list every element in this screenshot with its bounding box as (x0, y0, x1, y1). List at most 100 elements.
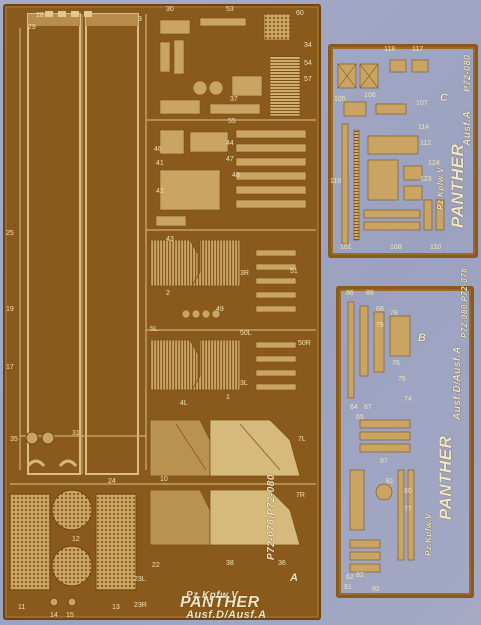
part-number: 31 (72, 430, 80, 437)
track-tool-parts (181, 249, 297, 391)
part-number: 48 (232, 172, 240, 179)
part-number: 3R (240, 270, 249, 277)
part-number: 89 (366, 290, 374, 297)
part-number: 23L (134, 576, 146, 583)
part-number: 3 (138, 16, 142, 23)
part-number: 65 (356, 414, 364, 421)
small-bottom-variant: Ausf.D/Ausf.A (452, 346, 463, 420)
part-number: 64 (350, 404, 358, 411)
part-number: 14 (50, 612, 58, 619)
part-number: 12 (72, 536, 80, 543)
part-number: 124 (428, 160, 440, 167)
part-number: 2 (166, 290, 170, 297)
part-number: 53 (226, 6, 234, 13)
small-bottom-corner-letter: B (418, 332, 427, 344)
part-number: 82 (356, 572, 364, 579)
part-number: 1 (226, 394, 230, 401)
part-number: 106 (364, 92, 376, 99)
part-number: 13 (112, 604, 120, 611)
part-number: 105 (334, 96, 346, 103)
small-top-corner-letter: C (440, 92, 449, 104)
large-fret-title: PANTHER (180, 594, 260, 611)
part-number: 92 (372, 586, 380, 593)
part-number: 19 (6, 306, 14, 313)
part-number: 47 (226, 156, 234, 163)
part-number: 51 (290, 268, 298, 275)
part-number: 114 (418, 124, 430, 131)
part-number: 24 (108, 478, 116, 485)
small-top-model-name: Pz.Kpfw.V (436, 167, 445, 210)
small-bottom-model-name: Pz.Kpfw.V (424, 513, 433, 556)
part-number: 25 (6, 230, 14, 237)
part-number: 68 (376, 306, 384, 313)
part-number: 67 (364, 404, 372, 411)
part-number: 7L (298, 436, 306, 443)
part-number: 57 (304, 76, 312, 83)
part-number: 80 (404, 488, 412, 495)
large-fret-variant: Ausf.D/Ausf.A (186, 609, 267, 621)
part-number: 75 (398, 376, 406, 383)
small-bottom-title: PANTHER (436, 435, 455, 520)
part-number: 112 (420, 140, 432, 147)
small-top-variant: Ausf.A (462, 110, 473, 146)
large-fret-model-name: Pz.Kpfw.V (186, 590, 239, 601)
part-number: 123 (420, 176, 432, 183)
part-number: 7R (296, 492, 305, 499)
part-number: 22 (152, 562, 160, 569)
part-number: 78 (390, 310, 398, 317)
part-number: 54 (304, 60, 312, 67)
part-number: 60 (296, 10, 304, 17)
part-number: 62 (346, 574, 354, 581)
part-number: 74 (404, 396, 412, 403)
side-skirt-plates (149, 419, 301, 546)
part-number: 36 (278, 560, 286, 567)
part-number: 118 (384, 46, 396, 53)
part-number: 3L (240, 380, 248, 387)
part-number: 17 (6, 364, 14, 371)
part-number: 49 (216, 306, 224, 313)
part-number: 110 (430, 244, 442, 251)
part-number: 4L (180, 400, 188, 407)
part-number: 50R (298, 340, 311, 347)
part-number: 119 (330, 178, 342, 185)
part-number: 87 (380, 458, 388, 465)
part-number: 35 (10, 436, 18, 443)
part-number: 34 (304, 42, 312, 49)
part-number: 76 (392, 360, 400, 367)
part-number: 79 (376, 322, 384, 329)
part-number: 81 (386, 478, 394, 485)
small-bottom-codes: P72-080 P72-078 (460, 267, 469, 338)
part-number: 29 (28, 24, 36, 31)
part-number: 91 (344, 584, 352, 591)
part-number: 5L (150, 326, 158, 333)
part-number: 28 (36, 12, 44, 19)
mesh-panels (9, 431, 137, 607)
sprue-frame (10, 14, 316, 485)
part-number: 44 (226, 140, 234, 147)
part-number: 117 (412, 46, 424, 53)
part-number: 42 (156, 188, 164, 195)
part-number: 86 (346, 290, 354, 297)
small-top-fret-parts (337, 59, 445, 245)
part-number: 50L (240, 330, 252, 337)
large-fret-corner-letter: A (290, 572, 299, 584)
part-number: 37 (230, 96, 238, 103)
part-number: 38 (226, 560, 234, 567)
part-number: 11 (18, 604, 26, 611)
small-top-title: PANTHER (448, 143, 467, 228)
part-number: 101 (340, 244, 352, 251)
part-number: 77 (404, 506, 412, 513)
engine-grilles (149, 239, 241, 391)
part-number: 30 (166, 6, 174, 13)
fender-strips (27, 11, 139, 475)
small-parts-cluster (155, 13, 307, 227)
part-number: 10 (160, 476, 168, 483)
large-fret-codes: P72-078,P72-080 (266, 474, 277, 560)
part-number: 41 (156, 160, 164, 167)
small-bottom-fret-parts (347, 301, 415, 573)
small-top-codes: P72-080 (462, 54, 472, 92)
part-number: 55 (228, 118, 236, 125)
part-number: 107 (416, 100, 428, 107)
part-number: 23R (134, 602, 147, 609)
